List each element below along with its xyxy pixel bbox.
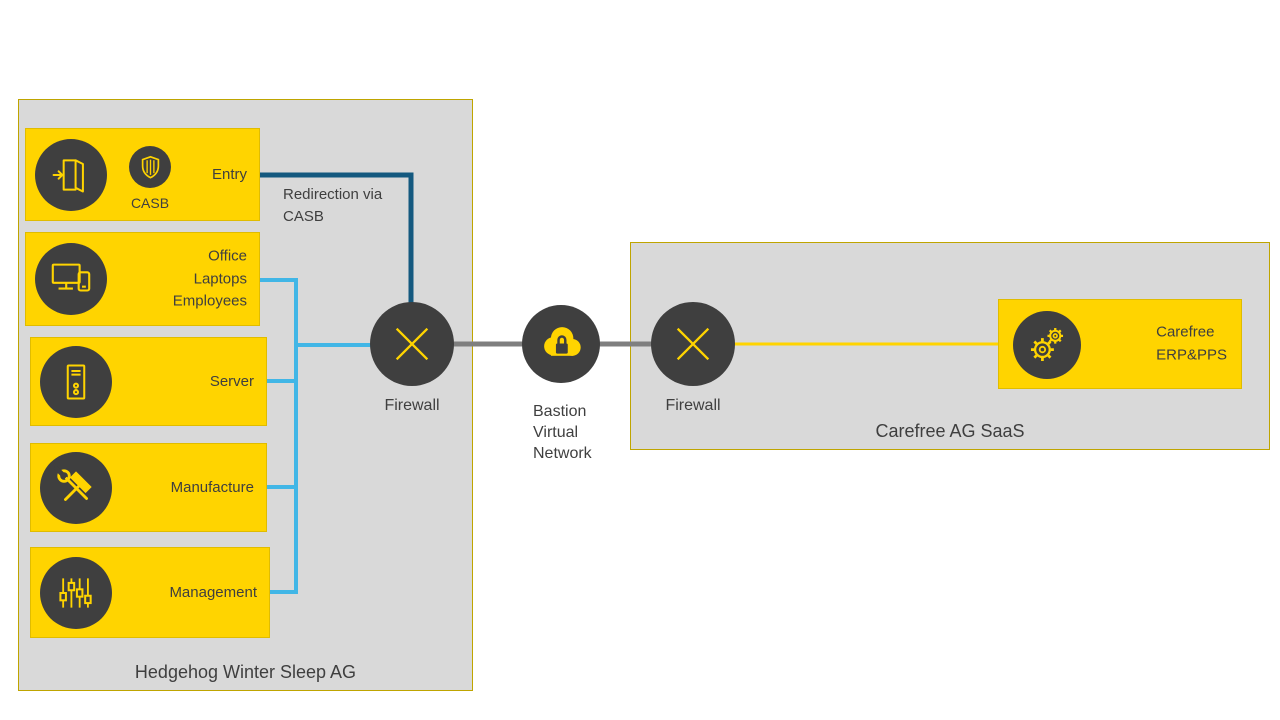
firewall-left-circle	[370, 302, 454, 386]
node-management-label: Management	[169, 583, 257, 601]
node-server: Server	[30, 337, 267, 426]
node-management: Management	[30, 547, 270, 638]
door-exit-icon	[52, 158, 84, 193]
sliders-icon	[59, 577, 92, 608]
node-manufacture-label: Manufacture	[170, 478, 254, 496]
shield-icon	[141, 155, 159, 179]
sliders-icon-circle	[40, 556, 112, 629]
firewall-left-label: Firewall	[384, 397, 440, 414]
node-server-label: Server	[209, 372, 254, 390]
firewall-x-icon	[395, 327, 429, 361]
gears-icon-circle	[1013, 311, 1081, 379]
redirection-annotation: Redirection via CASB	[283, 186, 383, 225]
casb-shield-circle	[129, 146, 171, 188]
server-icon-circle	[40, 345, 112, 418]
devices-icon	[51, 263, 91, 292]
server-tower-icon	[66, 363, 86, 400]
zone-carefree-label: Carefree AG SaaS	[875, 421, 1025, 441]
node-erp-label: Carefree ERP&PPS	[1156, 323, 1227, 364]
node-office-label: Office Laptops Employees	[172, 247, 247, 310]
bastion-label: Bastion Virtual Network	[533, 403, 592, 462]
devices-icon-circle	[35, 243, 107, 315]
node-entry: CASB Entry	[25, 128, 260, 221]
entry-icon-circle	[35, 138, 107, 211]
gears-icon	[1030, 328, 1064, 362]
connector-redirection-via-casb	[260, 172, 414, 310]
firewall-right-circle	[651, 302, 735, 386]
node-manufacture: Manufacture	[30, 443, 267, 532]
firewall-right-label: Firewall	[665, 397, 721, 414]
bastion-circle	[522, 305, 600, 383]
zone-hedgehog-label: Hedgehog Winter Sleep AG	[134, 662, 357, 682]
cloud-lock-icon	[544, 327, 581, 356]
tools-icon-circle	[40, 451, 112, 524]
tools-icon	[53, 465, 92, 501]
node-carefree-erp-pps: Carefree ERP&PPS	[998, 299, 1242, 389]
node-office-laptops-employees: Office Laptops Employees	[25, 232, 260, 326]
node-entry-label: Entry	[211, 165, 247, 183]
firewall-x-icon	[676, 327, 710, 361]
casb-label: CASB	[130, 195, 170, 211]
